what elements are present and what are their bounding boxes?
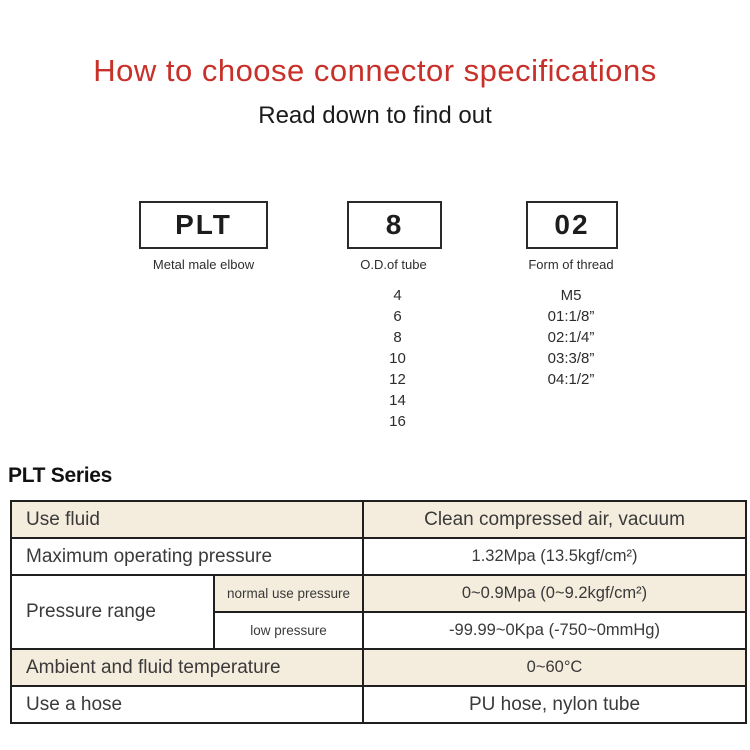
code-box-tube-size: 8 [347,201,442,249]
row-value-ambient-temp: 0~60°C [362,648,748,687]
code-label-tube-size: O.D.of tube [360,257,427,272]
table-row-hose: Use a hose PU hose, nylon tube [9,685,748,724]
row-value-use-fluid: Clean compressed air, vacuum [362,500,748,539]
row-value-normal-pressure: 0~0.9Mpa (0~9.2kgf/cm²) [362,574,748,613]
table-row-ambient-temp: Ambient and fluid temperature 0~60°C [9,648,748,687]
row-label-hose: Use a hose [9,685,365,724]
tube-size-options: 4 6 8 10 12 14 16 [350,285,445,432]
row-value-max-pressure: 1.32Mpa (13.5kgf/cm²) [362,537,748,576]
thread-form-option: 02:1/4” [547,329,595,346]
page-subtitle: Read down to find out [258,102,492,129]
tube-size-option: 12 [389,371,406,388]
code-box-series: PLT [139,201,268,249]
table-row-max-pressure: Maximum operating pressure 1.32Mpa (13.5… [9,537,748,576]
row-value-low-pressure: -99.99~0Kpa (-750~0mmHg) [362,611,748,650]
thread-form-option: 04:1/2” [547,371,595,388]
tube-size-option: 8 [393,329,402,346]
tube-size-option: 14 [389,392,406,409]
code-box-thread: 02 [526,201,618,249]
code-label-thread: Form of thread [528,257,614,272]
row-value-hose: PU hose, nylon tube [362,685,748,724]
row-label-use-fluid: Use fluid [9,500,365,539]
thread-form-option: M5 [560,287,582,304]
table-row-pressure-range-low: low pressure -99.99~0Kpa (-750~0mmHg) [11,611,748,650]
row-label-ambient-temp: Ambient and fluid temperature [9,648,365,687]
spec-table: Use fluid Clean compressed air, vacuum M… [9,500,748,724]
series-title: PLT Series [8,464,112,487]
table-row-pressure-range-normal: Pressure range normal use pressure 0~0.9… [10,574,748,650]
sub-label-low-pressure: low pressure [212,611,365,650]
row-label-pressure-range: Pressure range [10,574,215,650]
tube-size-option: 10 [389,350,406,367]
table-row-use-fluid: Use fluid Clean compressed air, vacuum [9,500,748,539]
row-label-max-pressure: Maximum operating pressure [9,537,365,576]
tube-size-option: 4 [393,287,402,304]
thread-form-options: M5 01:1/8” 02:1/4” 03:3/8” 04:1/2” [500,285,642,390]
tube-size-option: 6 [393,308,402,325]
thread-form-option: 03:3/8” [547,350,595,367]
thread-form-option: 01:1/8” [547,308,595,325]
tube-size-option: 16 [389,413,406,430]
sub-label-normal-pressure: normal use pressure [212,574,365,613]
code-label-series: Metal male elbow [152,257,255,272]
page-title: How to choose connector specifications [93,53,657,88]
